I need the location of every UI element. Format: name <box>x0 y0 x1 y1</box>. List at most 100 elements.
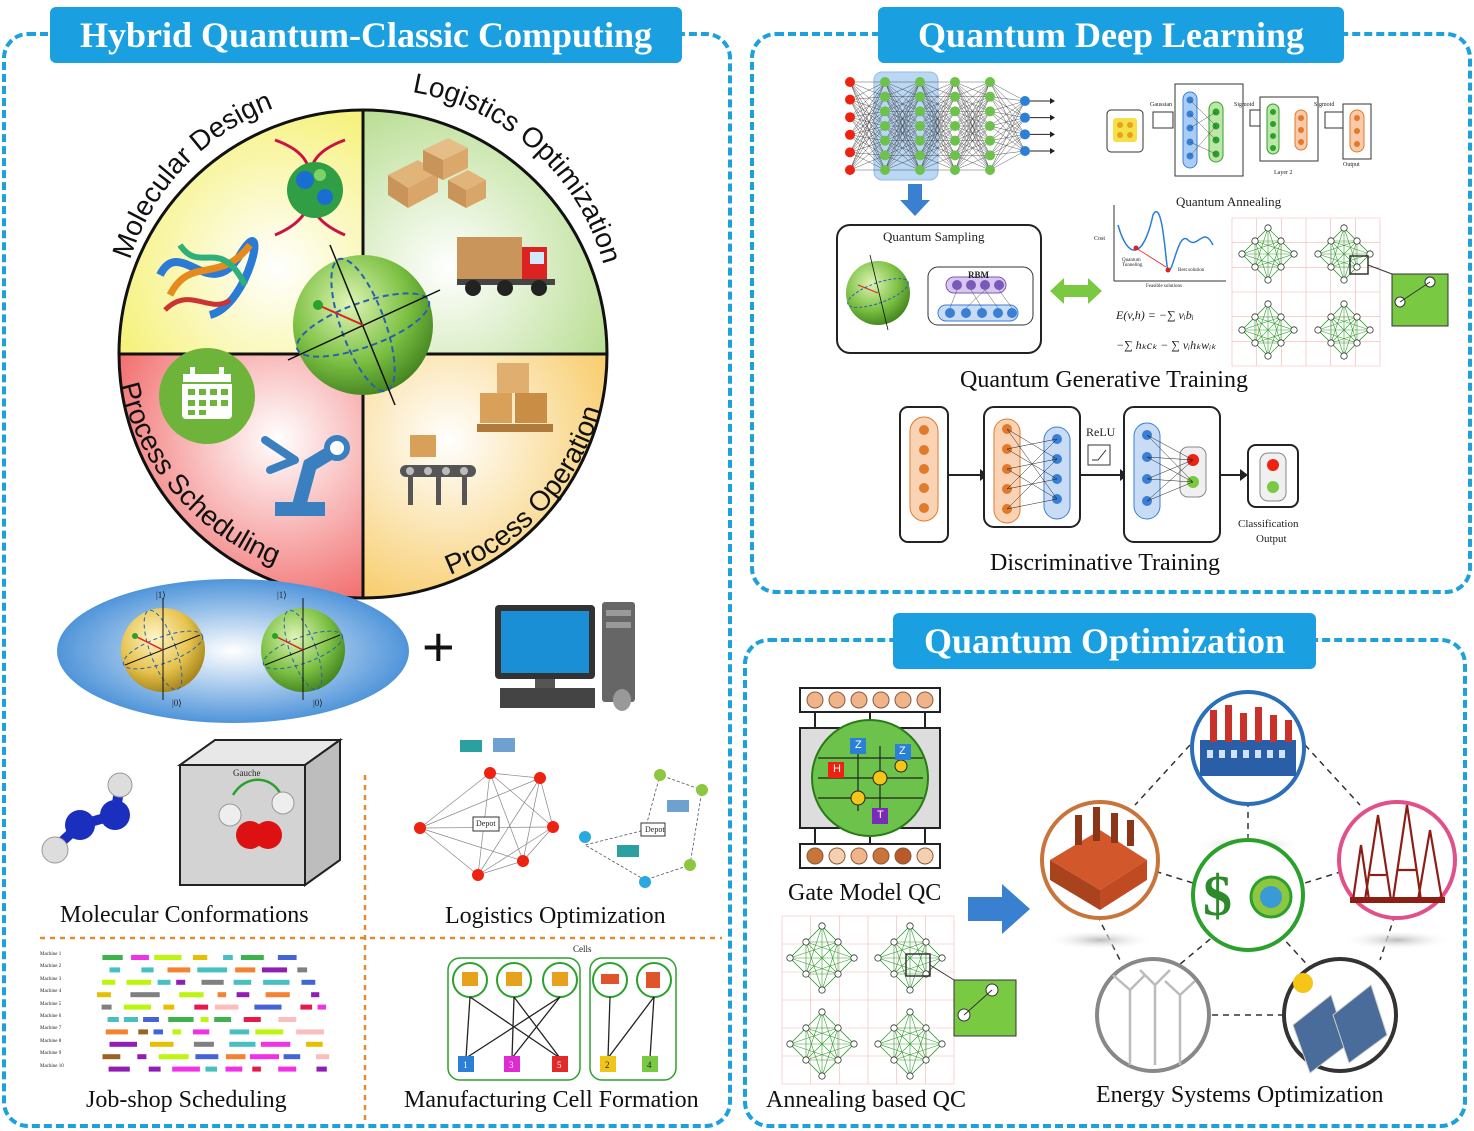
network-edge <box>919 81 956 127</box>
sampling-contents <box>846 254 1034 331</box>
machine-label: Machine 1 <box>40 952 62 957</box>
network-node <box>845 165 855 175</box>
machine-label: Machine 2 <box>40 964 62 970</box>
truck-icon <box>457 237 555 296</box>
generative-training-label: Quantum Generative Training <box>960 367 1248 393</box>
qubit-node <box>1314 326 1322 334</box>
gantt-bar <box>229 1041 256 1047</box>
qubit-node <box>890 1024 898 1032</box>
machine-label: Machine 4 <box>40 989 62 995</box>
qubit-coupler <box>893 1027 927 1061</box>
gantt-bar <box>311 992 320 998</box>
network-edge <box>989 111 1026 135</box>
machine-labels: Machine 1 Machine 2 Machine 3 Machine 4 … <box>40 952 95 1076</box>
network-edge <box>849 140 886 171</box>
network-node <box>880 91 890 102</box>
qubit-node <box>1353 313 1361 321</box>
gantt-bar <box>163 1004 175 1010</box>
machine-label: Machine 7 <box>40 1026 62 1032</box>
network-edge <box>884 81 921 171</box>
network-edge <box>954 81 991 171</box>
gantt-bar <box>137 1054 147 1060</box>
network-edge <box>849 111 886 171</box>
gate-t: T <box>877 809 884 821</box>
network-edge <box>954 96 991 171</box>
network-node <box>845 94 855 105</box>
network-node <box>985 150 995 161</box>
gantt-bar <box>123 1004 151 1010</box>
network-edge <box>989 134 1026 171</box>
network-node <box>985 77 995 87</box>
network-node <box>845 147 855 158</box>
network-edge <box>884 111 921 171</box>
qubit-node <box>1264 352 1272 360</box>
network-edge <box>849 155 886 171</box>
machine-label: Machine 9 <box>40 1051 62 1057</box>
qubit-node <box>1290 326 1298 334</box>
gantt-bar <box>102 955 123 960</box>
machine-label: Machine 5 <box>40 1001 62 1007</box>
network-edge <box>954 140 991 171</box>
gantt-bar <box>179 992 204 998</box>
network-node <box>915 121 925 131</box>
qubit-coupler <box>837 1027 855 1045</box>
network-edge <box>919 81 956 171</box>
protein-icon <box>156 237 259 319</box>
qubit-node <box>802 1024 810 1032</box>
network-node <box>985 91 995 102</box>
qubit-node <box>1290 250 1298 258</box>
gate-z-1: Z <box>855 739 862 751</box>
molecule-icon <box>41 772 133 864</box>
down-arrow-icon <box>900 184 930 216</box>
qubit-node <box>874 1040 882 1048</box>
network-edge <box>884 81 921 112</box>
classification-output-label: Output <box>1256 533 1287 545</box>
qubit-node <box>922 1024 930 1032</box>
network-edge <box>954 81 991 141</box>
conveyor-icon <box>400 435 476 505</box>
qubit-coupler <box>1330 240 1358 268</box>
network-edge <box>849 134 886 141</box>
gantt-bar <box>130 992 160 998</box>
best-solution-label: Best solution <box>1178 268 1205 273</box>
network-edge <box>849 117 886 141</box>
qubit-node <box>818 1008 826 1016</box>
gantt-bar <box>195 1054 219 1060</box>
qubit-coupler <box>821 1059 839 1077</box>
qubit-coupler <box>909 1011 927 1029</box>
logistics-graph <box>414 738 708 888</box>
qubit-node <box>834 1056 842 1064</box>
network-node <box>880 150 890 161</box>
network-edge <box>919 140 956 171</box>
network-edge <box>849 125 886 171</box>
hybrid-title: Hybrid Quantum-Classic Computing <box>50 7 682 63</box>
qubit-coupler <box>805 925 823 943</box>
network-edge <box>849 81 886 135</box>
network-edge <box>849 117 886 127</box>
qubit-node <box>1251 339 1259 347</box>
gantt-bar <box>172 1029 182 1035</box>
gantt-bar <box>193 955 208 960</box>
qubit-coupler <box>925 941 943 959</box>
network-edge <box>849 81 886 171</box>
qubit-coupler <box>1254 240 1282 268</box>
network-edge <box>954 81 991 156</box>
gantt-bar <box>194 1004 209 1010</box>
energy-network <box>1040 690 1457 1074</box>
qubit-coupler <box>877 1043 895 1061</box>
qubit-node <box>818 986 826 994</box>
gantt-bar <box>138 1029 148 1035</box>
deep-belief-network <box>845 71 1055 181</box>
network-node <box>880 106 890 117</box>
qubit-node <box>906 922 914 930</box>
gantt-bar <box>193 1029 210 1035</box>
qubit-node <box>1277 263 1285 271</box>
network-node <box>950 77 960 87</box>
machine-label: Machine 10 <box>40 1063 64 1069</box>
gantt-bar <box>172 1066 200 1072</box>
quantum-sampling-title: Quantum Sampling <box>883 229 985 244</box>
gantt-bar <box>176 979 186 985</box>
network-node <box>1020 96 1030 106</box>
gantt-bar <box>193 1041 214 1047</box>
